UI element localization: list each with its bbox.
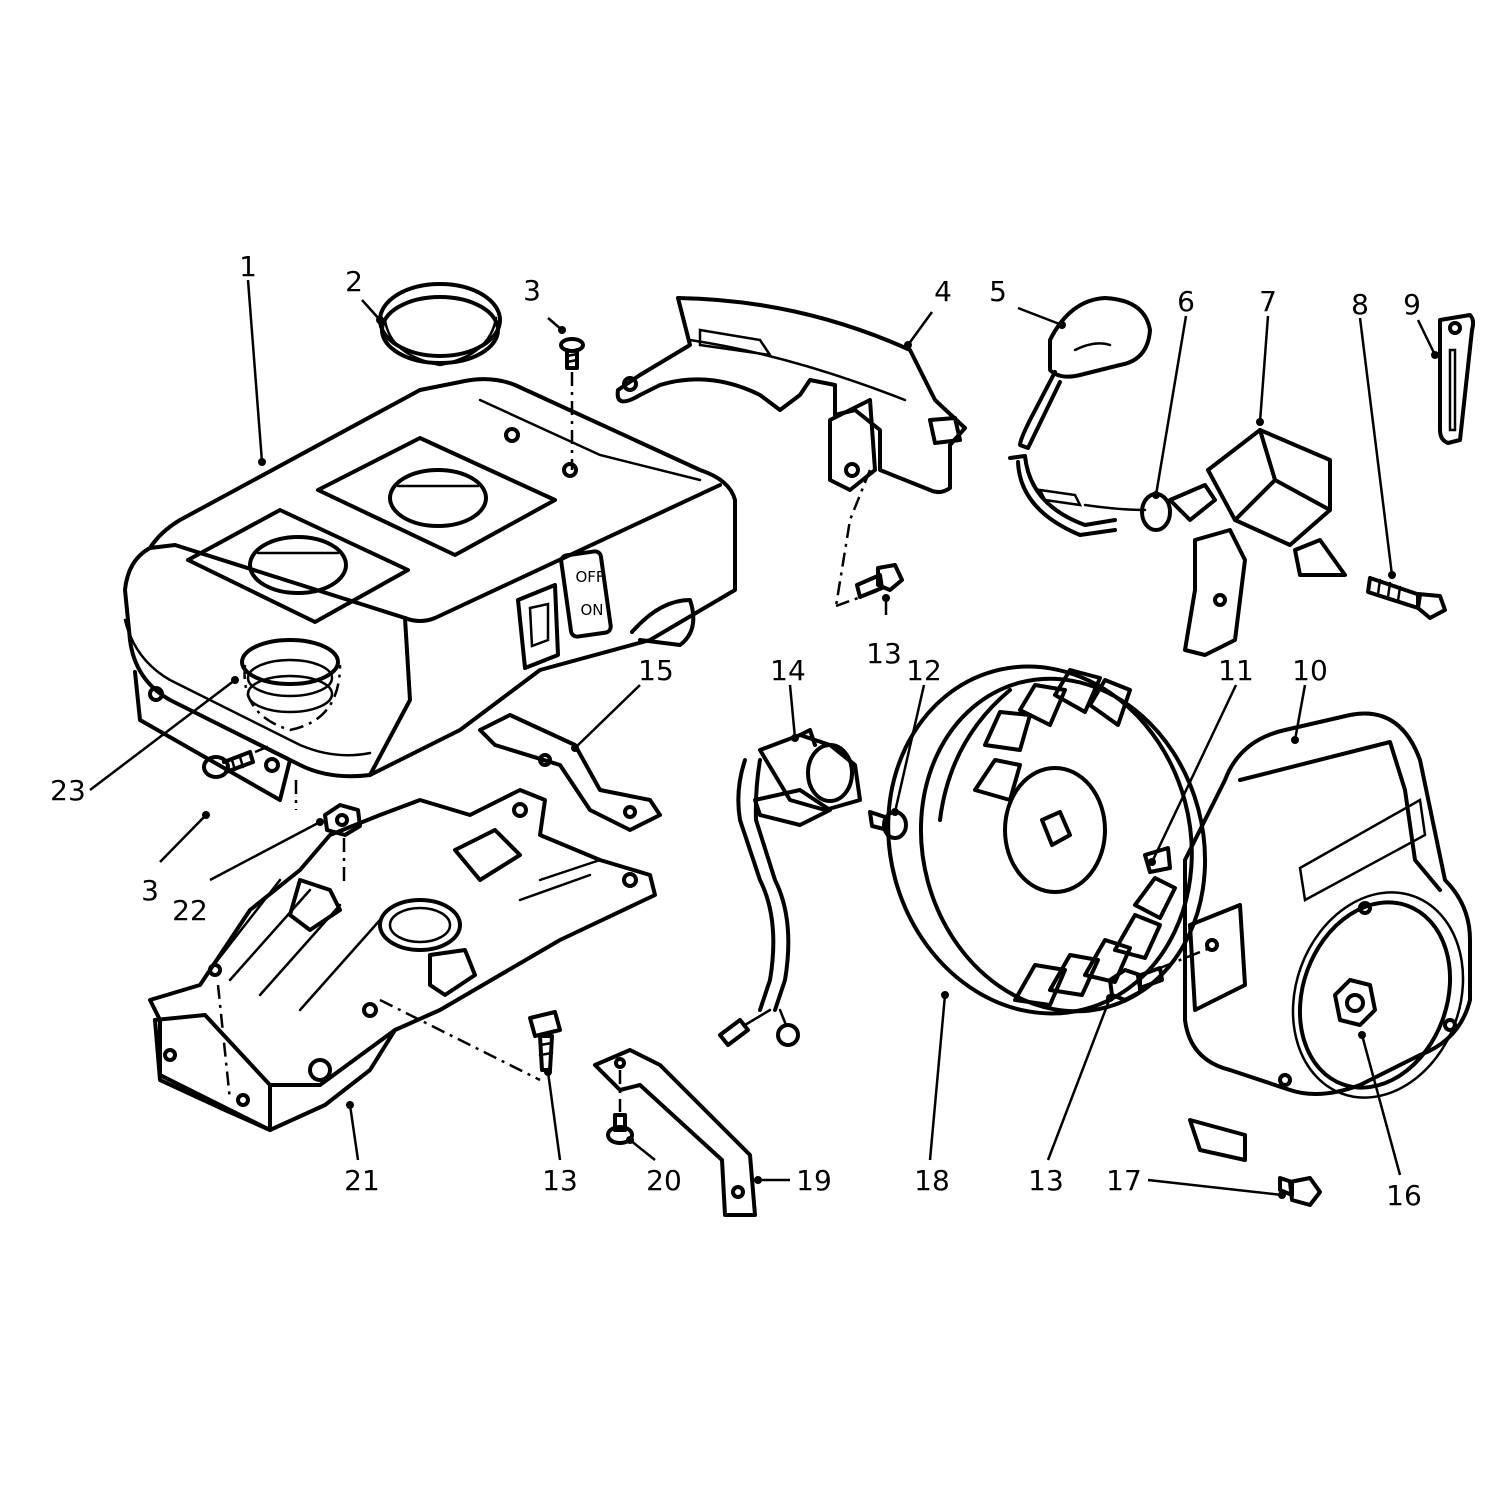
callout-13-baffle: 13 [866,637,902,670]
small-screw [868,810,908,840]
callout-17: 17 [1106,1164,1142,1197]
callout-labels: 1 2 3 4 5 6 7 8 9 10 11 12 13 14 15 23 3… [50,250,1422,1212]
switch-on-label: ON [580,601,603,619]
coil-bolt [1366,576,1447,620]
callout-4: 4 [934,275,952,308]
callout-18: 18 [914,1164,950,1197]
callout-8: 8 [1351,288,1369,321]
screw-20 [606,1113,634,1145]
bolt-13-base [528,1010,562,1072]
leader-lines [89,279,1439,1199]
callout-13-base: 13 [542,1164,578,1197]
callout-19: 19 [796,1164,832,1197]
callout-2: 2 [345,265,363,298]
callout-10: 10 [1292,654,1328,687]
callout-16: 16 [1386,1179,1422,1212]
spark-plug-cap [1008,296,1152,537]
ignition-coil [1168,428,1347,657]
callout-20: 20 [646,1164,682,1197]
fuel-strainer [240,638,342,732]
flywheel-nut [1333,978,1377,1027]
wire-clip [1438,313,1476,445]
screw-top [559,337,585,370]
callout-12: 12 [906,654,942,687]
bolt-13-top [855,563,904,599]
stop-switch [718,728,862,1047]
bracket-15 [478,713,662,832]
callout-6: 6 [1177,285,1195,318]
callout-23: 23 [50,774,86,807]
callout-15: 15 [638,654,674,687]
base-plate [148,788,657,1132]
fan-housing [1183,711,1472,1162]
flywheel [886,664,1208,1016]
hex-nut-22 [323,803,362,837]
callout-14: 14 [770,654,806,687]
bracket-19 [593,1048,757,1217]
callout-13-housing: 13 [1028,1164,1064,1197]
callout-9: 9 [1403,288,1421,321]
callout-11: 11 [1218,654,1254,687]
callout-3-left: 3 [141,874,159,907]
callout-3-top: 3 [523,274,541,307]
callout-7: 7 [1259,285,1277,318]
fuel-cap [378,282,502,367]
screw-left [202,750,255,779]
cylinder-baffle [615,296,967,495]
switch-off-label: OFF [575,568,604,586]
bolt-17 [1278,1176,1322,1207]
callout-22: 22 [172,894,208,927]
fuel-tank-shroud: OFF ON [123,377,737,802]
callout-5: 5 [989,275,1007,308]
callout-21: 21 [344,1164,380,1197]
callout-1: 1 [239,250,257,283]
